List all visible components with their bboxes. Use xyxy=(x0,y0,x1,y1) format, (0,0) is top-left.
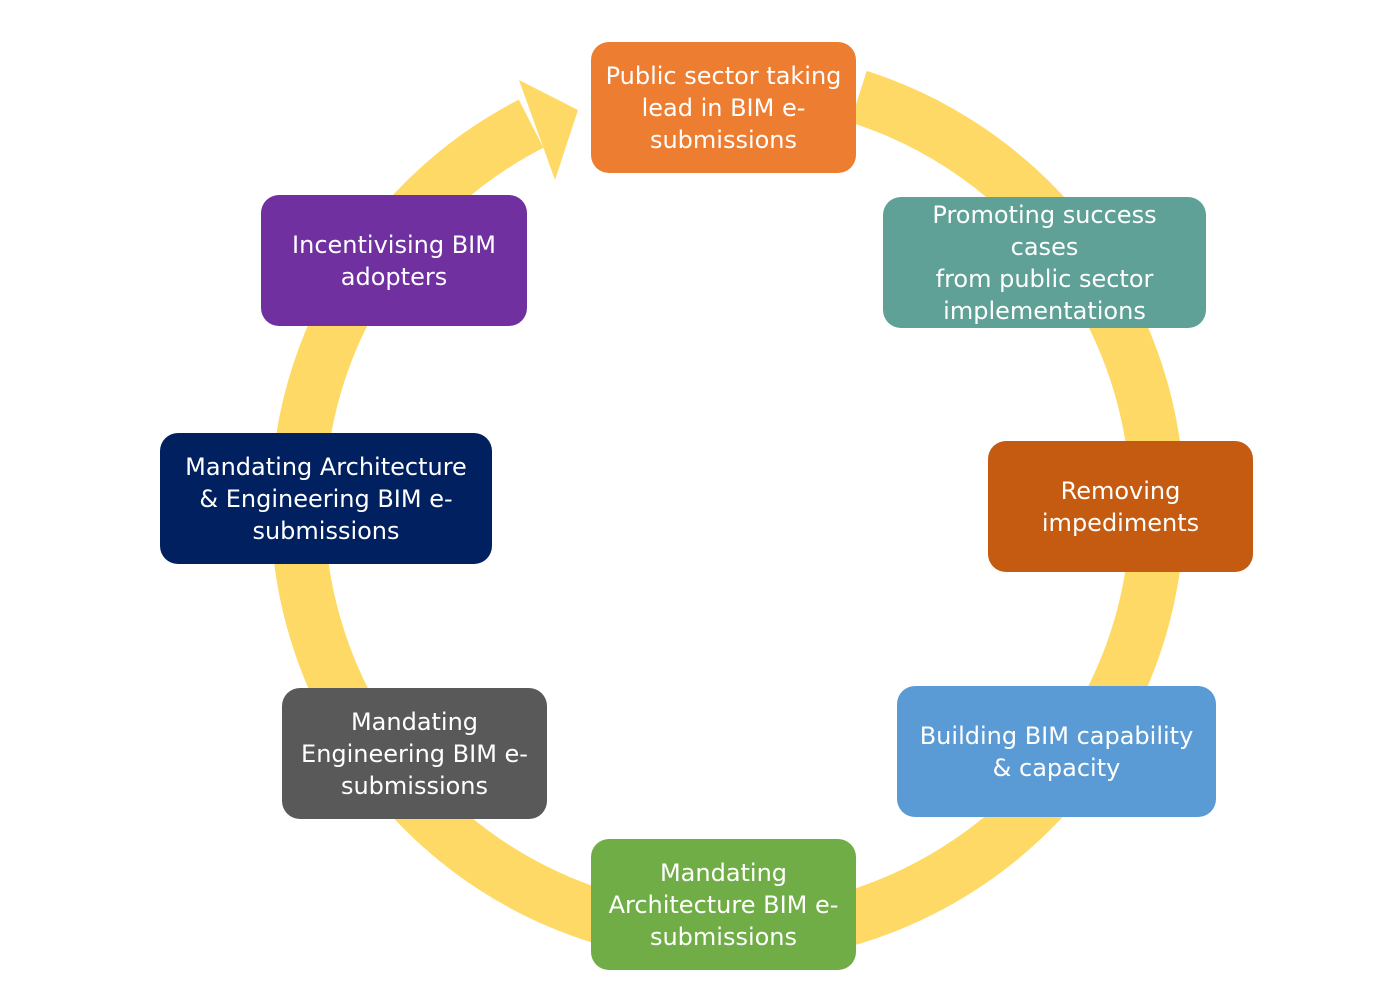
step-removing-impediments: Removing impediments xyxy=(988,441,1253,572)
step-label: Incentivising BIM adopters xyxy=(292,230,496,291)
step-building-capability: Building BIM capability & capacity xyxy=(897,686,1216,817)
step-mandating-architecture-engineering: Mandating Architecture & Engineering BIM… xyxy=(160,433,492,564)
step-mandating-engineering: Mandating Engineering BIM e- submissions xyxy=(282,688,547,819)
step-public-sector-lead: Public sector taking lead in BIM e- subm… xyxy=(591,42,856,173)
step-label: Public sector taking lead in BIM e- subm… xyxy=(605,61,842,154)
step-mandating-architecture: Mandating Architecture BIM e- submission… xyxy=(591,839,856,970)
step-label: Promoting success cases from public sect… xyxy=(932,200,1157,325)
step-promoting-success-cases: Promoting success cases from public sect… xyxy=(883,197,1206,328)
step-label: Building BIM capability & capacity xyxy=(919,721,1194,782)
step-label: Mandating Architecture BIM e- submission… xyxy=(608,858,839,951)
step-label: Removing impediments xyxy=(1041,476,1200,537)
step-label: Mandating Engineering BIM e- submissions xyxy=(301,707,528,800)
step-label: Mandating Architecture & Engineering BIM… xyxy=(185,452,467,545)
cycle-arrowhead xyxy=(519,80,578,180)
step-incentivising-adopters: Incentivising BIM adopters xyxy=(261,195,527,326)
